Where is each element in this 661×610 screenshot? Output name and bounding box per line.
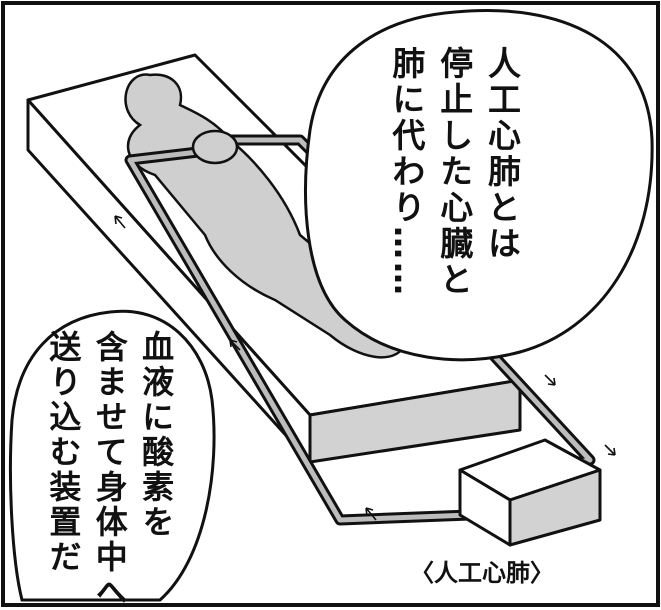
speech-bubble-left: [8, 309, 216, 602]
speech-text-left: 血液に酸素を 含ませて身体中へ 送り込む装置だ: [44, 330, 176, 610]
speech-text-top: 人工心肺とは 停止した心臓と 肺に代わり……: [386, 46, 522, 298]
caption-label: 〈人工心肺〉: [410, 559, 554, 587]
chest-connector: [191, 129, 239, 165]
speech-bubble-top: [304, 8, 654, 362]
pump-box: [458, 438, 602, 547]
flow-arrows: [114, 215, 616, 521]
